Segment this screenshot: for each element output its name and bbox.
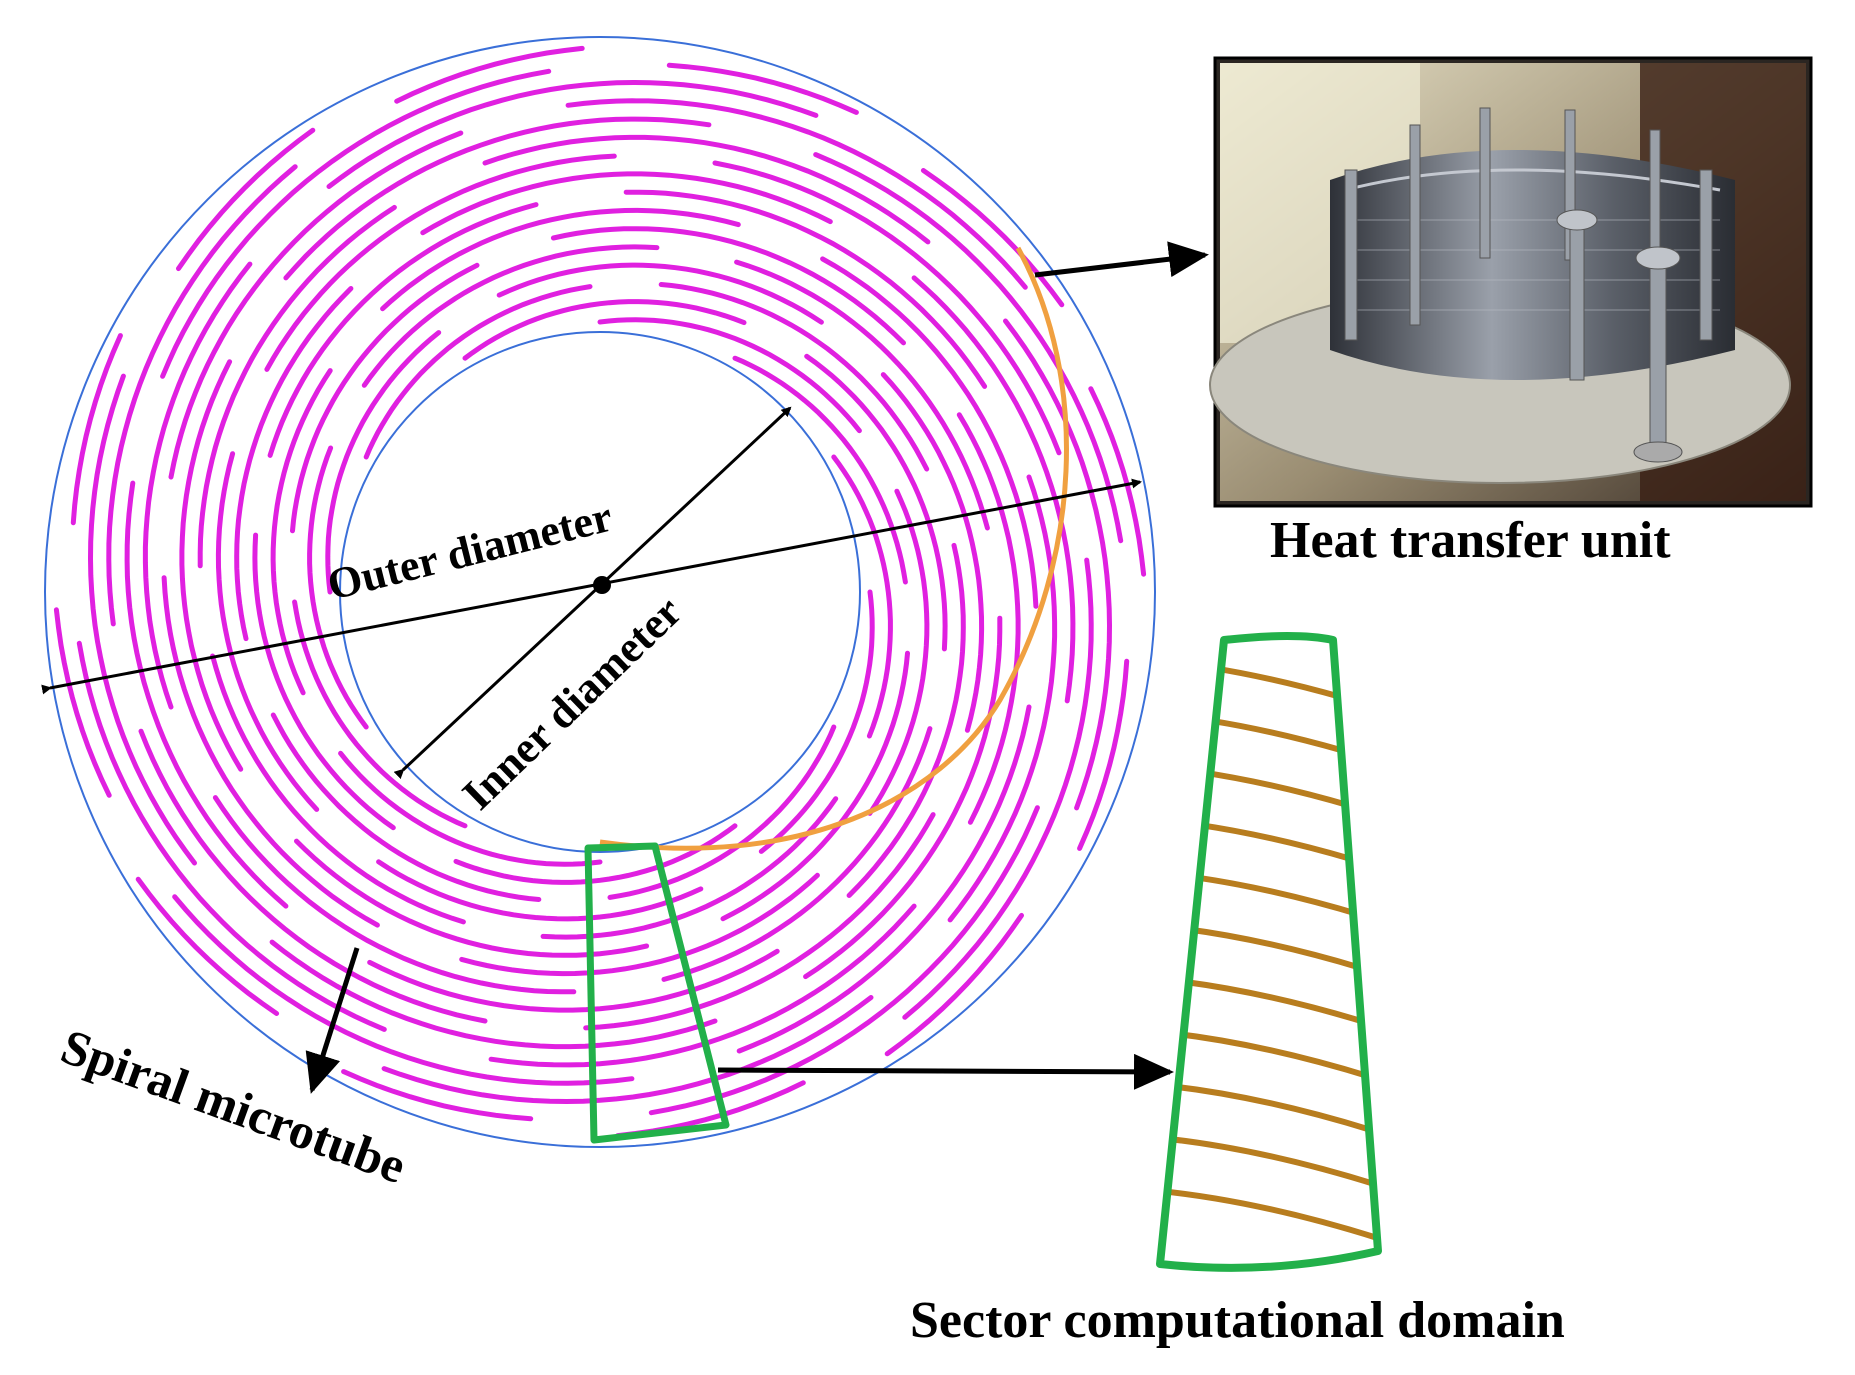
spiral-tube-segment bbox=[172, 894, 635, 1086]
spiral-tube-segment bbox=[338, 750, 603, 867]
spiral-tube-segment bbox=[376, 859, 704, 922]
spiral-tube-segment bbox=[920, 168, 1065, 308]
spiral-tube-segment bbox=[361, 244, 660, 388]
spiral-tube-segment bbox=[381, 995, 874, 1105]
heat-transfer-unit-label: Heat transfer unit bbox=[1270, 512, 1671, 569]
spiral-tube-segment bbox=[712, 160, 1062, 456]
spiral-tube-segment bbox=[661, 726, 933, 982]
spiral-tube-segment bbox=[367, 948, 780, 1013]
spiral-tube-segment bbox=[135, 876, 280, 1016]
spiral-tube-segment bbox=[394, 45, 585, 104]
spiral-tube-segment bbox=[420, 171, 833, 236]
spiral-microtube-label: Spiral microtube bbox=[54, 1018, 413, 1194]
spiral-tube-segment bbox=[720, 650, 910, 922]
spiral-tube-segment bbox=[734, 259, 990, 531]
spiral-tube-segment bbox=[326, 79, 819, 189]
sector-domain-label: Sector computational domain bbox=[910, 1292, 1565, 1349]
spiral-tube-segment bbox=[270, 712, 542, 902]
spiral-tube-segment bbox=[76, 640, 387, 1032]
spiral-tube-segment bbox=[210, 653, 466, 925]
outer-diameter-label: Outer diameter bbox=[323, 492, 617, 610]
highlighted-tube bbox=[599, 246, 1069, 851]
sector-arrow bbox=[717, 1053, 1174, 1090]
sector-tube-line bbox=[1160, 657, 1378, 715]
sector-tube-line bbox=[1160, 763, 1378, 821]
sector-domain-outline bbox=[1156, 632, 1382, 1272]
spiral-tube-segment bbox=[341, 1069, 534, 1122]
spiral-tube-segment bbox=[597, 317, 862, 434]
spiral-tube-segment bbox=[264, 153, 617, 372]
spiral-tube-segment bbox=[496, 262, 824, 325]
spiral-tube-segment bbox=[884, 912, 1024, 1057]
spiral-tube-segment bbox=[363, 284, 593, 460]
spiral-tube-segment bbox=[550, 226, 906, 346]
spiral-tube-segment bbox=[269, 939, 718, 1050]
spiral-tube-segment bbox=[160, 68, 552, 379]
spiral-tube-segment bbox=[540, 796, 839, 940]
spiral-tube-segment bbox=[813, 152, 1124, 544]
spiral-tube-segment bbox=[168, 130, 464, 480]
heat-transfer-unit-photo bbox=[1209, 56, 1813, 508]
spiral-tube-segment bbox=[565, 98, 1028, 290]
sector-outline bbox=[584, 842, 730, 1144]
spiral-tube-segment bbox=[736, 704, 1032, 1054]
sector-tube-line bbox=[1160, 1187, 1378, 1245]
spiral-tube-segment bbox=[283, 116, 712, 281]
spiral-tube-segment bbox=[380, 207, 741, 312]
sector-tube-line bbox=[1160, 710, 1378, 768]
spiral-tube-segment bbox=[212, 795, 577, 995]
sector-domain bbox=[1156, 632, 1382, 1272]
spiral-tube-segment bbox=[488, 903, 917, 1068]
inner-diameter-label: Inner diameter bbox=[453, 587, 691, 819]
spiral-tube-segment bbox=[607, 724, 837, 900]
spiral-microtube-arrow bbox=[305, 947, 360, 1094]
spiral-tube-segment bbox=[138, 728, 488, 1024]
spiral-tube-segment bbox=[294, 838, 650, 958]
spiral-tube-segment bbox=[290, 262, 480, 534]
spiral-tube-segment bbox=[267, 202, 539, 458]
spiral-tube-segment bbox=[666, 62, 859, 115]
sector-tube-line bbox=[1160, 1134, 1378, 1192]
center-point bbox=[593, 576, 611, 594]
spiral-tube-segment bbox=[648, 805, 1040, 1116]
spiral-tube-segment bbox=[623, 189, 988, 389]
spiral-tube-segment bbox=[462, 299, 747, 361]
spiral-tube-segment bbox=[482, 134, 931, 245]
photo-arrow bbox=[1034, 241, 1209, 278]
spiral-tube-segment bbox=[658, 282, 930, 472]
spiral-tube-segment bbox=[583, 812, 936, 1031]
spiral-tube-segment bbox=[176, 127, 316, 272]
sector-tube-line bbox=[1160, 816, 1378, 874]
sector-tube-line bbox=[1160, 1081, 1378, 1139]
spiral-tube-segment bbox=[459, 872, 820, 977]
spiral-tube-segment bbox=[53, 607, 112, 798]
